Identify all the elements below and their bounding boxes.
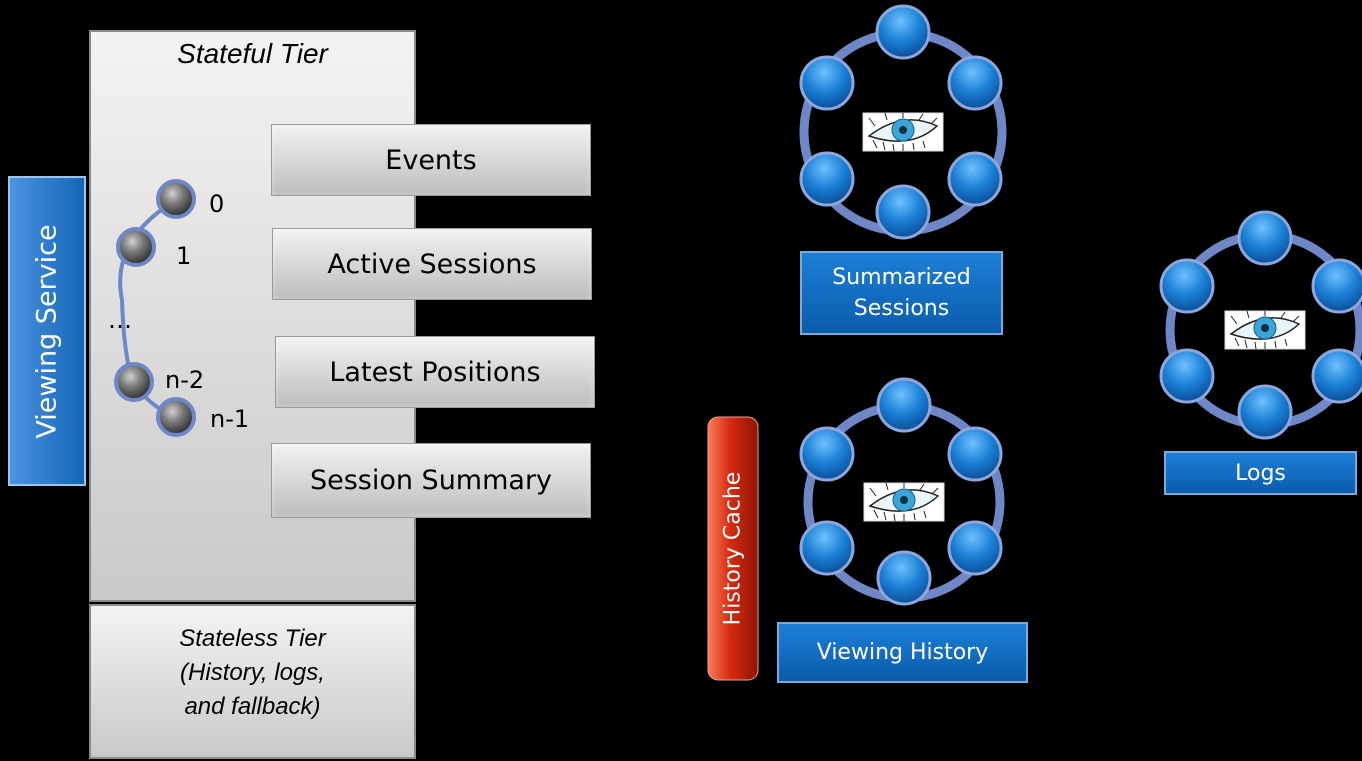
summarized-sessions-label: Summarized Sessions bbox=[800, 251, 1003, 335]
store-active-sessions: Active Sessions bbox=[272, 228, 592, 300]
history-cache-text: History Cache bbox=[720, 471, 746, 626]
node-n-1 bbox=[156, 397, 196, 437]
viewing-history-label: Viewing History bbox=[777, 622, 1028, 683]
stateless-tier-line3: and fallback) bbox=[184, 693, 321, 720]
stateless-tier-line2: (History, logs, bbox=[180, 659, 325, 686]
stateless-tier-box bbox=[89, 604, 416, 759]
node-0-label: 0 bbox=[209, 190, 225, 218]
eye-icon bbox=[1224, 310, 1306, 350]
node-1 bbox=[116, 227, 156, 267]
summarized-sessions-line1: Summarized bbox=[832, 265, 971, 290]
node-n-2 bbox=[114, 362, 154, 402]
viewing-service-label: Viewing Service bbox=[8, 176, 86, 486]
store-latest-positions-label: Latest Positions bbox=[329, 356, 541, 388]
node-1-label: 1 bbox=[176, 242, 192, 270]
node-n-2-label: n-2 bbox=[165, 366, 205, 394]
ellipsis-label: … bbox=[108, 306, 132, 334]
cluster-viewing-history bbox=[799, 377, 1005, 606]
store-latest-positions: Latest Positions bbox=[275, 336, 595, 408]
history-cache-label: History Cache bbox=[708, 417, 758, 680]
node-0 bbox=[156, 179, 196, 219]
stateful-tier-title: Stateful Tier bbox=[177, 38, 328, 69]
eye-icon bbox=[863, 482, 945, 522]
store-session-summary: Session Summary bbox=[271, 443, 591, 518]
store-active-sessions-label: Active Sessions bbox=[327, 248, 537, 280]
history-cache-bar bbox=[707, 416, 759, 681]
store-events-label: Events bbox=[385, 144, 477, 176]
stateless-tier-text: Stateless Tier (History, logs, and fallb… bbox=[89, 622, 416, 724]
cluster-summarized-sessions bbox=[799, 4, 1007, 240]
stateless-tier-line1: Stateless Tier bbox=[179, 625, 326, 652]
logs-label: Logs bbox=[1164, 451, 1357, 495]
store-session-summary-label: Session Summary bbox=[309, 465, 553, 496]
node-n-1-label: n-1 bbox=[210, 405, 250, 433]
cluster-logs bbox=[1159, 210, 1362, 440]
store-events: Events bbox=[271, 124, 591, 196]
summarized-sessions-line2: Sessions bbox=[853, 296, 950, 321]
eye-icon bbox=[862, 112, 944, 152]
